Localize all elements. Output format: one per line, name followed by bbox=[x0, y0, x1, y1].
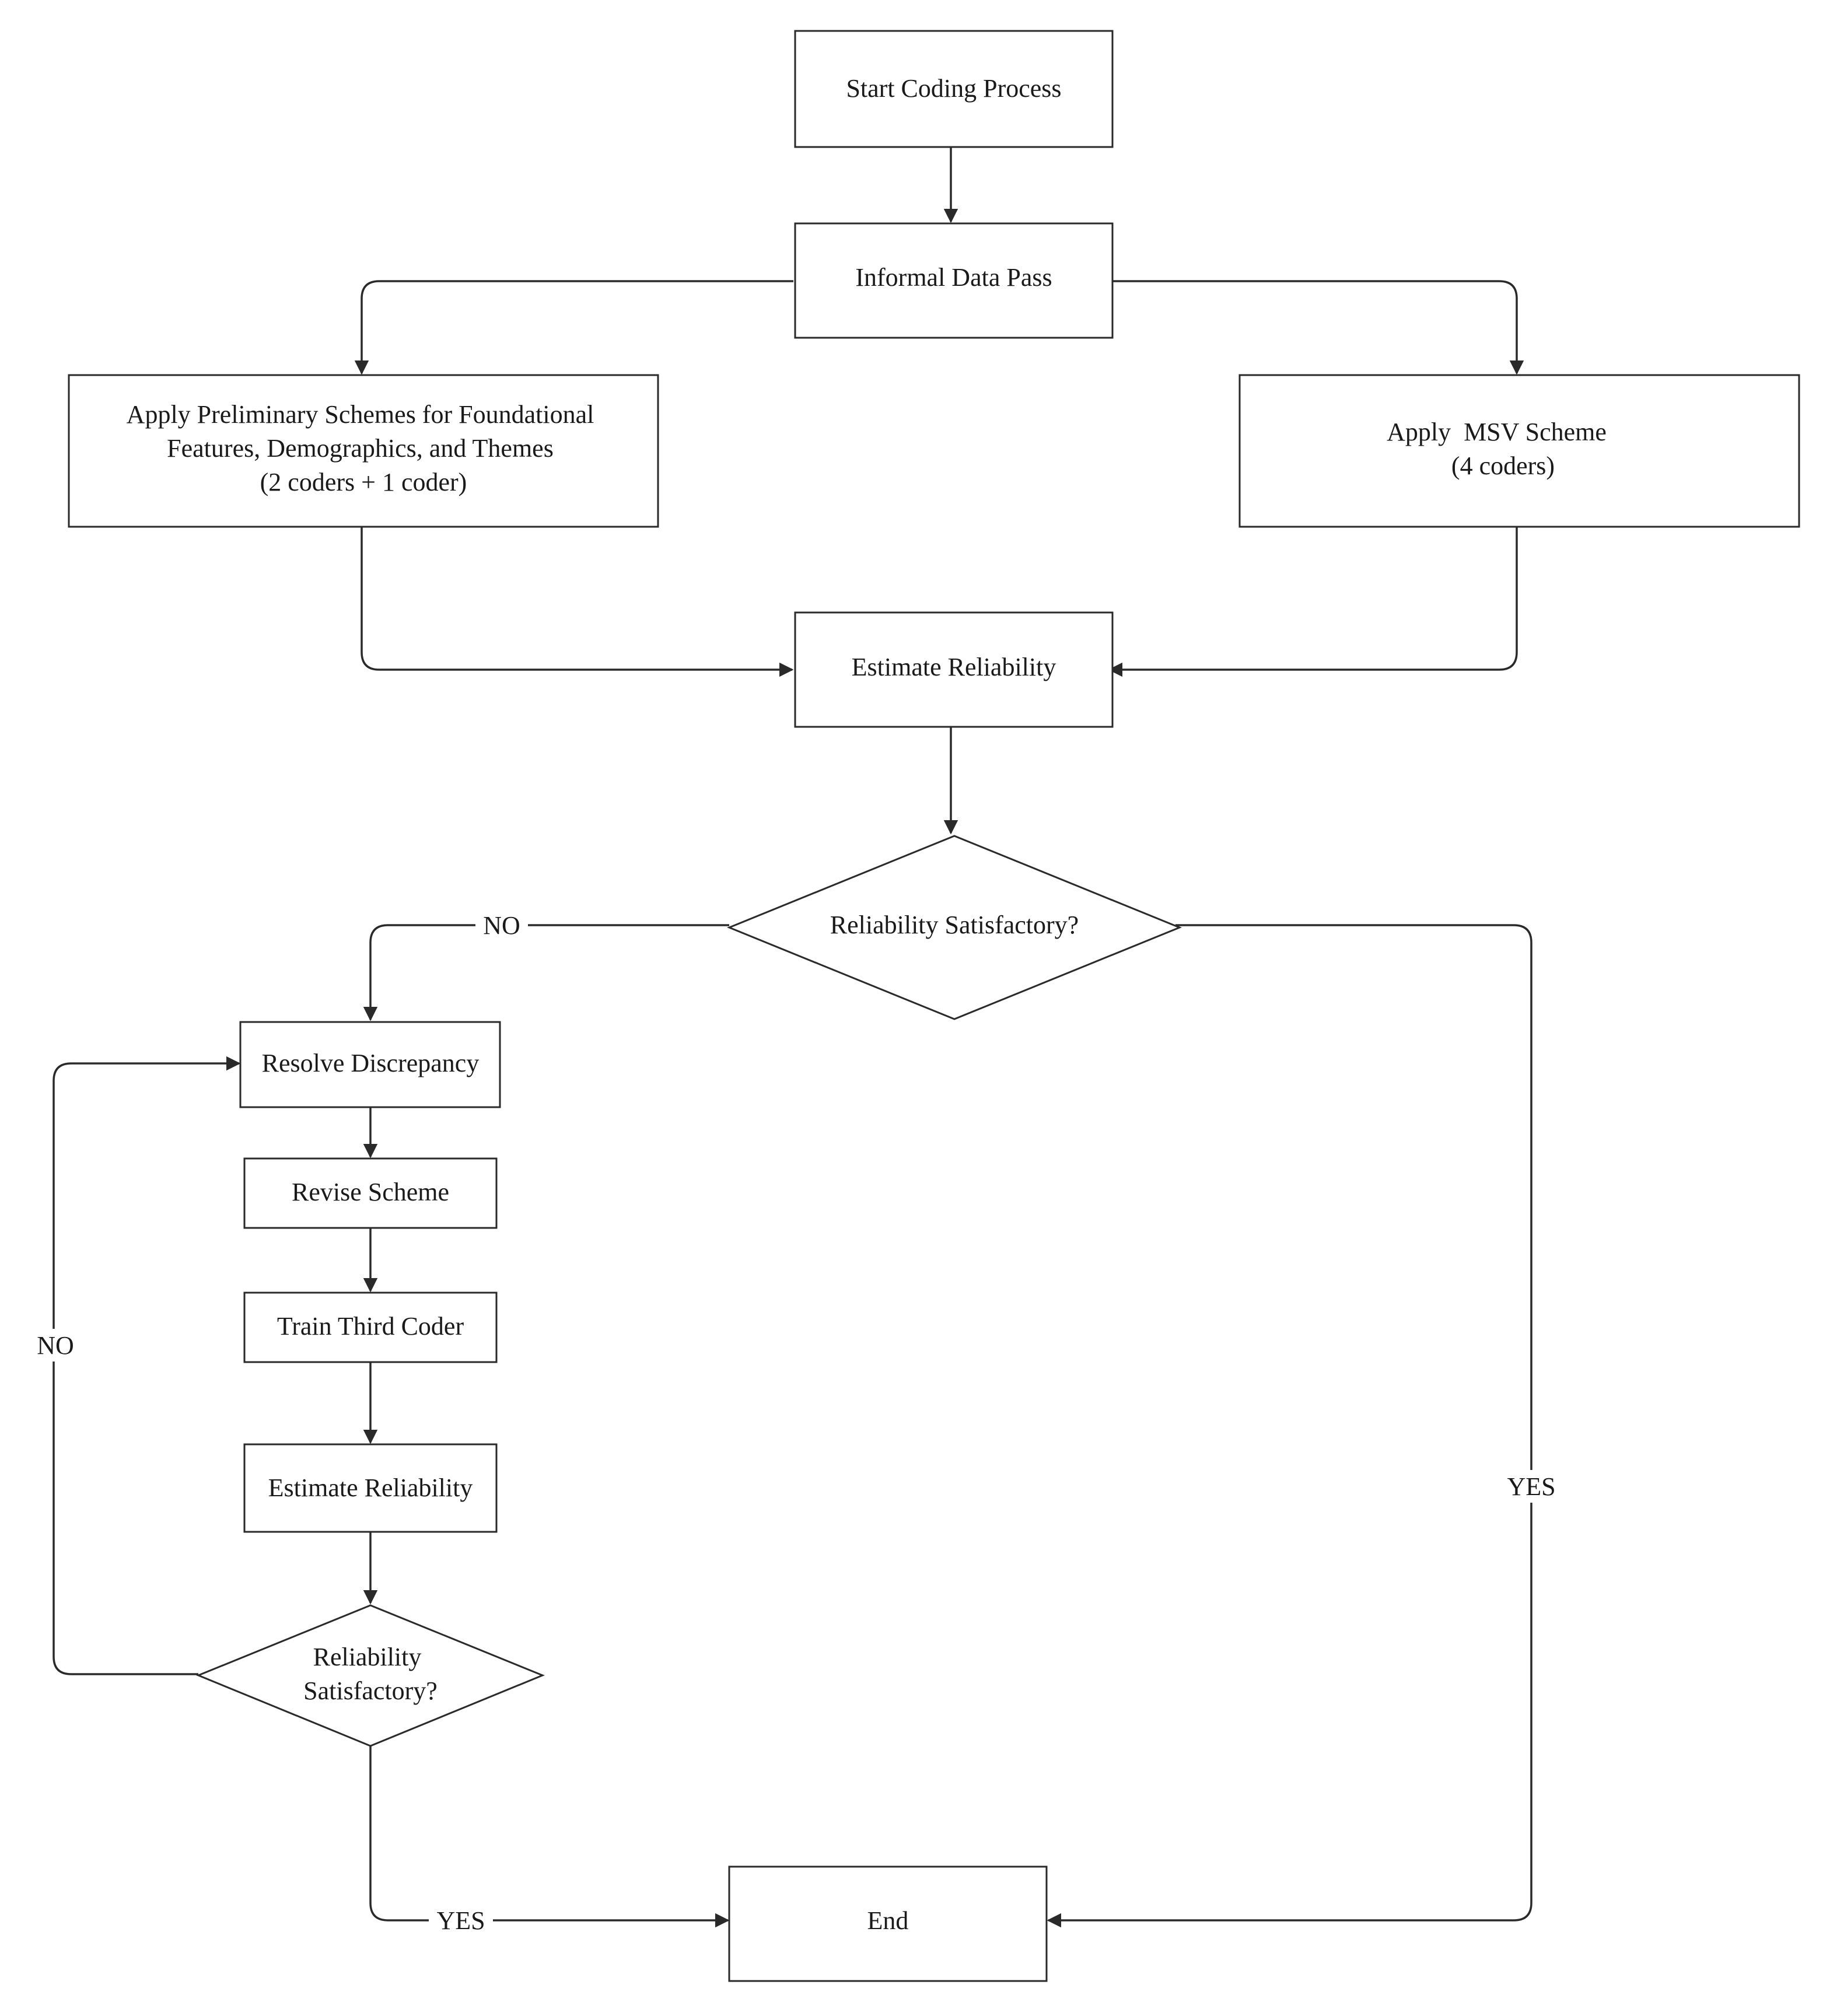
node-end-label: End bbox=[867, 1906, 909, 1935]
node-revise-scheme: Revise Scheme bbox=[243, 1157, 498, 1229]
node-resolve-discrepancy: Resolve Discrepancy bbox=[239, 1021, 501, 1108]
edge-informal-to-msv bbox=[1108, 280, 1524, 375]
node-decision1-label: Reliability Satisfactory? bbox=[830, 911, 1079, 939]
label-bg-d1-yes bbox=[1499, 1470, 1563, 1503]
node-revise-label: Revise Scheme bbox=[292, 1178, 449, 1206]
node-apply-preliminary-schemes: Apply Preliminary Schemes for Foundation… bbox=[68, 374, 659, 528]
node-train-label: Train Third Coder bbox=[277, 1312, 464, 1340]
node-train-third-coder: Train Third Coder bbox=[243, 1292, 498, 1363]
label-bg-d2-no bbox=[29, 1329, 82, 1362]
node-estimate-reliability-1: Estimate Reliability bbox=[794, 611, 1114, 728]
node-estimate1-label: Estimate Reliability bbox=[852, 653, 1056, 681]
edge-decision1-yes-to-end bbox=[1047, 924, 1532, 1928]
edge-label-decision2-no: NO bbox=[37, 1331, 74, 1360]
edge-informal-to-prelim bbox=[354, 280, 793, 375]
edge-decision2-yes-to-end bbox=[369, 1744, 730, 1928]
node-decision-reliability-1: Reliability Satisfactory? bbox=[727, 835, 1182, 1020]
node-start-label: Start Coding Process bbox=[846, 74, 1061, 103]
node-decision-reliability-2: Reliability Satisfactory? bbox=[196, 1604, 545, 1747]
node-apply-msv-scheme: Apply MSV Scheme (4 coders) bbox=[1238, 374, 1800, 528]
node-end: End bbox=[728, 1866, 1048, 1982]
edge-decision1-no-to-resolve bbox=[363, 924, 729, 1021]
label-bg-d1-no bbox=[475, 909, 528, 942]
edge-label-decision1-yes: YES bbox=[1507, 1472, 1555, 1501]
edge-decision2-no-to-resolve bbox=[53, 1056, 241, 1675]
node-resolve-label: Resolve Discrepancy bbox=[262, 1049, 480, 1077]
edge-prelim-to-estimate1 bbox=[361, 525, 794, 677]
node-decision2-label: Reliability Satisfactory? bbox=[303, 1643, 438, 1705]
node-estimate2-label: Estimate Reliability bbox=[268, 1474, 473, 1502]
node-start: Start Coding Process bbox=[794, 30, 1114, 148]
node-prelim-label: Apply Preliminary Schemes for Foundation… bbox=[127, 400, 601, 496]
edge-msv-to-estimate1 bbox=[1108, 525, 1518, 677]
edge-label-decision1-no: NO bbox=[483, 911, 520, 940]
label-bg-d2-yes bbox=[429, 1904, 493, 1937]
node-msv-label: Apply MSV Scheme (4 coders) bbox=[1387, 418, 1651, 480]
node-informal-label: Informal Data Pass bbox=[855, 263, 1052, 292]
node-estimate-reliability-2: Estimate Reliability bbox=[243, 1443, 498, 1533]
edge-label-decision2-yes: YES bbox=[436, 1906, 485, 1935]
node-informal-data-pass: Informal Data Pass bbox=[794, 222, 1114, 339]
